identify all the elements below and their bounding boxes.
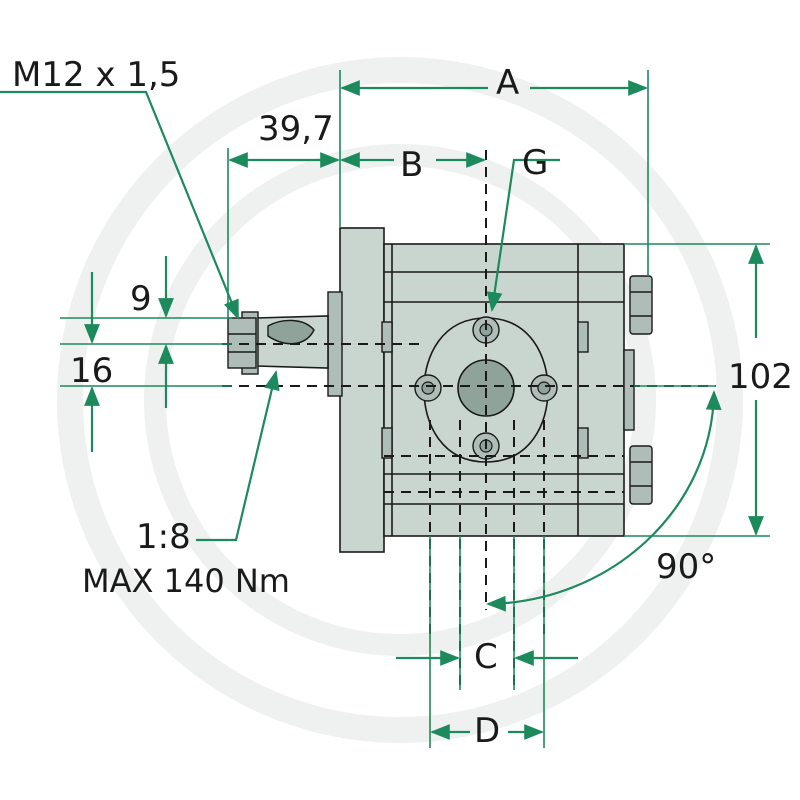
shaft-diameter-label: 16 (70, 351, 113, 391)
dimension-lines (0, 70, 770, 748)
angle-90-label: 90° (656, 547, 716, 587)
drive-shaft (227, 291, 343, 397)
shaft-length-label: 39,7 (258, 109, 334, 149)
mounting-flange (339, 227, 385, 553)
dimension-g-label: G (522, 143, 548, 183)
rear-bolt-top (629, 275, 653, 335)
taper-ratio-label: 1:8 (136, 517, 191, 557)
dimension-d-label: D (474, 711, 500, 751)
dimension-c-label: C (474, 637, 498, 677)
rear-bolt-bottom (629, 445, 653, 505)
key-height-label: 9 (130, 279, 152, 319)
dimension-a-label: A (496, 63, 519, 103)
dimension-b-label: B (400, 145, 423, 185)
shaft-key (267, 319, 315, 345)
max-torque-label: MAX 140 Nm (82, 562, 290, 600)
height-102-label: 102 (728, 357, 793, 397)
thread-spec-label: M12 x 1,5 (12, 55, 180, 95)
